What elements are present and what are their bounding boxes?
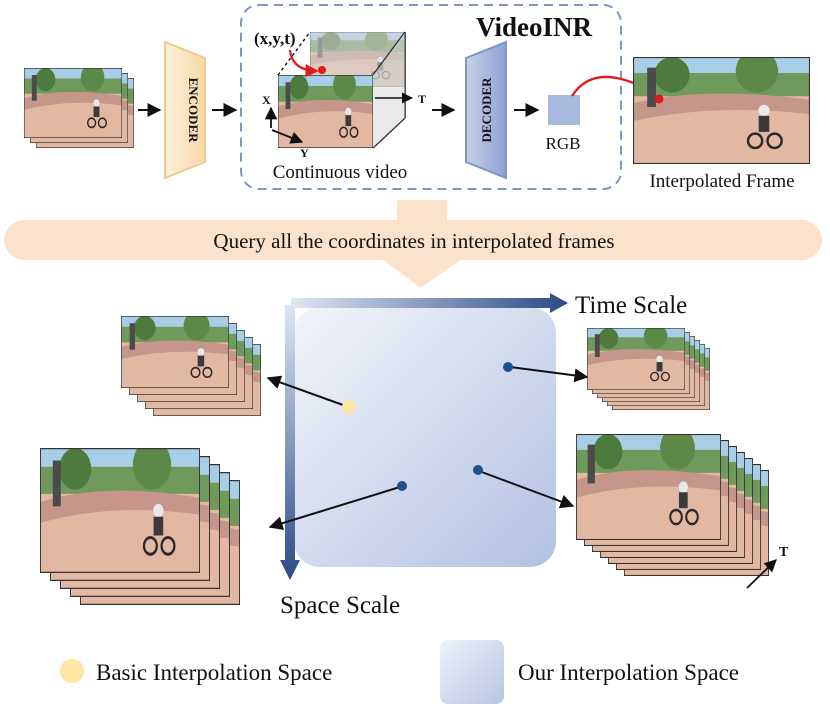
- frame-stack-space-time-dense: [576, 434, 769, 576]
- arrow-space-time-point: [478, 470, 575, 509]
- time-scale-axis: [291, 293, 568, 313]
- t-direction-arrow: [746, 559, 777, 589]
- arrow-space-point: [268, 486, 401, 530]
- legend-basic-swatch: [60, 659, 84, 683]
- banner-arrow-stem-top: [397, 200, 447, 222]
- banner-arrow-head: [383, 260, 460, 288]
- red-query-arrow-in: [288, 49, 319, 78]
- our-interpolation-space-square: [294, 307, 556, 567]
- encoder-label: ENCODER: [186, 77, 201, 143]
- space-point: [397, 481, 407, 491]
- time-scale-label: Time Scale: [575, 292, 687, 319]
- t-direction-label: T: [779, 545, 789, 560]
- query-point-out: [654, 94, 664, 104]
- encoder-block: ENCODER: [164, 40, 206, 180]
- arrow-time-point: [509, 366, 589, 383]
- space-time-point: [473, 465, 483, 475]
- interpolated-frame-label: Interpolated Frame: [649, 171, 794, 192]
- banner-text: Query all the coordinates in interpolate…: [213, 229, 614, 253]
- legend-basic-label: Basic Interpolation Space: [96, 660, 332, 685]
- time-point: [503, 362, 513, 372]
- decoder-block: DECODER: [465, 40, 507, 180]
- query-banner: [4, 220, 822, 260]
- decoder-label: DECODER: [479, 77, 494, 143]
- space-scale-axis: [280, 305, 300, 580]
- basic-point: [342, 400, 356, 414]
- axis-x-label: X: [262, 93, 271, 107]
- y-axis-arrow: [271, 129, 304, 144]
- coord-label: (x,y,t): [254, 29, 296, 48]
- query-point-in: [318, 66, 326, 74]
- axis-t-label: T: [418, 92, 426, 106]
- legend-ours-label: Our Interpolation Space: [518, 660, 739, 685]
- interpolated-frame-image: [633, 57, 810, 164]
- arrow-basic-point: [266, 375, 344, 406]
- videoinr-dashed-box: [240, 4, 622, 190]
- frame-stack-time-dense: [587, 328, 710, 410]
- rgb-label: RGB: [546, 134, 581, 153]
- axis-y-label: Y: [300, 146, 309, 160]
- continuous-video-cube: [277, 31, 414, 149]
- rgb-square: [548, 95, 580, 125]
- legend-ours-swatch: [440, 640, 504, 704]
- frame-stack-space-large: [40, 448, 240, 605]
- frame-stack-basic: [121, 316, 261, 416]
- videoinr-title: VideoINR: [476, 12, 593, 42]
- input-frame-stack: [24, 68, 134, 148]
- continuous-video-label: Continuous video: [273, 162, 408, 183]
- space-scale-label: Space Scale: [280, 592, 400, 619]
